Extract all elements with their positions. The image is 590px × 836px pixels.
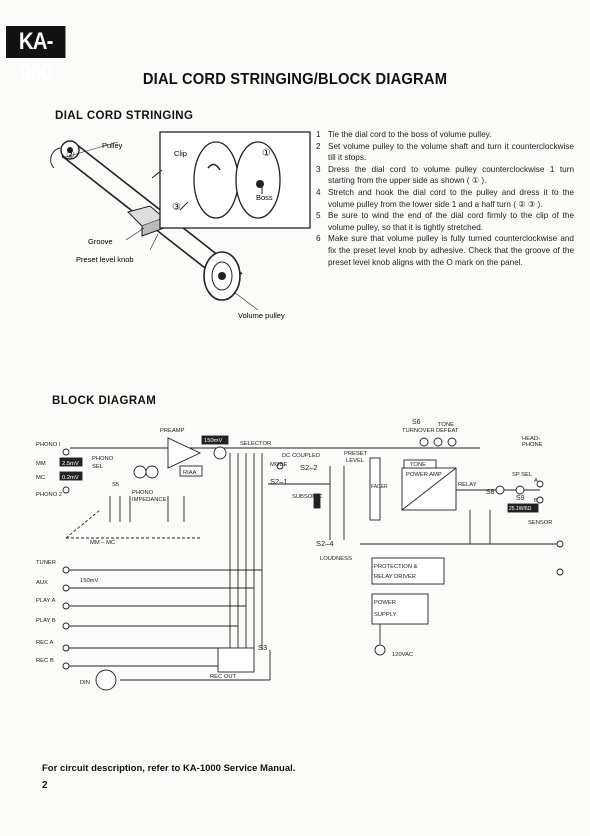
label-power2: SUPPLY	[374, 612, 397, 618]
label-preset: PRESET	[344, 451, 368, 457]
label-rec-b: REC B	[36, 658, 54, 664]
label-riaa: RIAA	[183, 470, 197, 476]
label-aux: AUX	[36, 580, 48, 586]
label-mm: MM	[36, 461, 46, 467]
label-clip: Clip	[174, 149, 187, 158]
label-rec-a: REC A	[36, 640, 54, 646]
model-badge: KA-900	[6, 26, 66, 87]
label-mc-val: 0.2mV	[62, 475, 79, 481]
block-diagram: PREAMP 150mV SELECTOR PHONO I PHONO SEL …	[36, 419, 564, 691]
label-protection2: RELAY DRIVER	[374, 574, 416, 580]
label-phone: PHONE	[522, 442, 543, 448]
label-play-b: PLAY B	[36, 618, 56, 624]
label-protection1: PROTECTION &	[374, 564, 418, 570]
label-power1: POWER	[374, 600, 396, 606]
label-s9: S9	[516, 495, 525, 502]
label-s22: S2–2	[300, 463, 318, 472]
label-circle3: ③	[172, 202, 181, 213]
label-phono1: PHONO I	[36, 442, 61, 448]
label-sel: SEL	[92, 464, 104, 470]
label-150mv: 150mV	[204, 438, 223, 444]
label-impedance: IMPEDANCE	[132, 497, 167, 503]
label-groove: Groove	[88, 237, 113, 246]
label-s24: S2–4	[316, 539, 334, 548]
label-s3: S3	[258, 643, 267, 652]
label-phono2: PHONO 2	[36, 492, 62, 498]
label-play-a: PLAY A	[36, 598, 56, 604]
label-spk-b: B	[534, 498, 538, 504]
footnote: For circuit description, refer to KA-100…	[42, 763, 296, 774]
label-vac: 120VAC	[392, 652, 413, 658]
label-tone-defeat: TONE	[438, 422, 454, 428]
label-pulley: Pulley	[102, 141, 123, 150]
label-level: LEVEL	[346, 458, 365, 464]
label-selector: SELECTOR	[240, 441, 271, 447]
label-power-amp: POWER AMP	[406, 472, 442, 478]
label-fader: FADER	[371, 484, 388, 490]
label-circle2: ②	[66, 150, 75, 161]
label-tone: TONE	[410, 462, 426, 468]
label-mc: MC	[36, 475, 45, 481]
label-s5: S5	[112, 482, 119, 488]
label-rec-out: REC OUT	[210, 674, 237, 680]
label-loudness: LOUDNESS	[320, 556, 352, 562]
block-section-heading: BLOCK DIAGRAM	[52, 395, 157, 407]
label-spk-a: A	[534, 478, 538, 484]
label-aux-mv: 150mV	[80, 578, 99, 584]
page-title: DIAL CORD STRINGING/BLOCK DIAGRAM	[142, 71, 448, 88]
label-mm-val: 2.5mV	[62, 461, 79, 467]
label-preamp: PREAMP	[160, 428, 185, 434]
label-sensor: SENSOR	[528, 520, 552, 526]
label-tuner: TUNER	[36, 560, 56, 566]
label-boss: Boss	[256, 193, 273, 202]
label-circle1: ①	[262, 148, 271, 159]
label-s21: S2–1	[270, 477, 288, 486]
label-headphone: HEAD-	[522, 436, 540, 442]
label-volume-pulley: Volume pulley	[238, 311, 285, 320]
label-mm-mc: MM – MC	[90, 540, 115, 546]
label-s8: S8	[486, 489, 495, 496]
label-phono: PHONO	[92, 456, 114, 462]
label-watt: 25.1W/6Ω	[509, 506, 532, 512]
label-sp-sel: SP SEL	[512, 472, 533, 478]
label-din: DIN	[80, 680, 90, 686]
label-s6: S6	[412, 419, 421, 426]
label-relay: RELAY	[458, 482, 477, 488]
label-subsonic: SUBSONIC	[292, 494, 322, 500]
dial-cord-figure: ② Pulley Clip ① Boss ③ Groove Preset lev…	[50, 131, 311, 320]
label-phono-imp: PHONO	[132, 490, 154, 496]
page-number: 2	[42, 780, 48, 791]
label-dc-coupled: DC COUPLED	[282, 453, 320, 459]
dial-section-heading: DIAL CORD STRINGING	[55, 110, 194, 122]
label-turnover: TURNOVER	[402, 428, 435, 434]
label-preset-knob: Preset level knob	[76, 255, 134, 264]
label-mode: MODE	[270, 462, 288, 468]
label-defeat: DEFEAT	[436, 428, 459, 434]
